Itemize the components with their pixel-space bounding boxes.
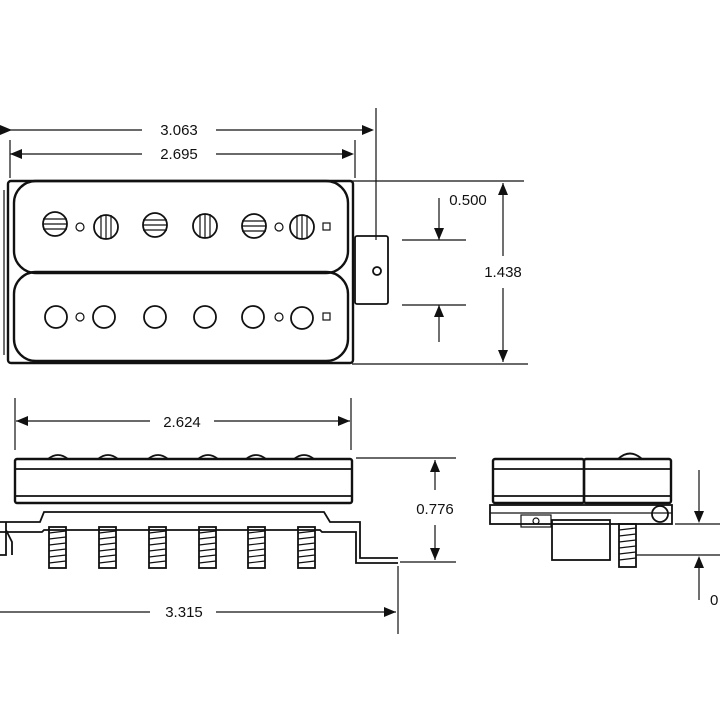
dim-outer-length-label: 3.063 bbox=[160, 122, 198, 139]
lower-slug-poles bbox=[44, 305, 331, 330]
dim-base-length: 2.624 bbox=[14, 398, 352, 450]
side-view-rear-bobbin bbox=[582, 457, 673, 505]
dim-pole-spacing-label: 0.500 bbox=[449, 192, 487, 209]
slug-pole bbox=[193, 305, 217, 329]
screw-pole bbox=[42, 211, 68, 237]
dim-total-length-label: 3.315 bbox=[165, 604, 203, 621]
upper-screw-poles bbox=[42, 211, 331, 240]
dim-cover-length-label: 2.695 bbox=[160, 146, 198, 163]
dim-outer-length: 3.063 bbox=[0, 108, 377, 240]
side-view-screw bbox=[618, 523, 637, 568]
side-view-base-plate bbox=[489, 504, 673, 525]
slug-pole bbox=[241, 305, 265, 329]
screw-pole bbox=[241, 213, 267, 239]
slug-pole bbox=[143, 305, 167, 329]
screw bbox=[198, 526, 217, 569]
dim-height: 0.776 bbox=[356, 457, 456, 563]
screw-pole bbox=[192, 213, 218, 239]
dim-total-length: 3.315 bbox=[0, 566, 399, 634]
slug-pole bbox=[290, 306, 314, 330]
screw-pole bbox=[93, 214, 119, 240]
slug-pole bbox=[44, 305, 68, 329]
screw bbox=[148, 526, 167, 569]
top-view-tab-hole bbox=[372, 266, 382, 276]
mounting-screws bbox=[48, 526, 316, 569]
dim-height-label: 0.776 bbox=[416, 501, 454, 518]
front-view-base-plate bbox=[0, 511, 398, 559]
side-view-magnet bbox=[551, 519, 611, 561]
side-view: 0 bbox=[489, 452, 720, 609]
top-view-mounting-tab bbox=[354, 235, 389, 305]
screw bbox=[297, 526, 316, 569]
screw-pole bbox=[142, 212, 168, 238]
dim-pole-spacing: 0.500 bbox=[402, 192, 487, 342]
screw bbox=[48, 526, 67, 569]
dim-width: 1.438 bbox=[352, 180, 528, 365]
screw-pole bbox=[289, 214, 315, 240]
dim-cover-length: 2.695 bbox=[9, 140, 356, 178]
dim-width-label: 1.438 bbox=[484, 264, 522, 281]
screw bbox=[247, 526, 266, 569]
dim-base-length-label: 2.624 bbox=[163, 414, 201, 431]
dim-side-cutoff-label: 0 bbox=[710, 592, 718, 609]
top-view: 3.063 2.695 0.500 bbox=[0, 108, 528, 365]
top-view-upper-bobbin bbox=[12, 179, 350, 275]
front-view: 2.624 0.776 3.315 bbox=[0, 398, 456, 634]
slug-pole bbox=[92, 305, 116, 329]
screw bbox=[98, 526, 117, 569]
front-view-cover bbox=[13, 457, 354, 505]
top-view-lower-bobbin bbox=[12, 270, 350, 363]
